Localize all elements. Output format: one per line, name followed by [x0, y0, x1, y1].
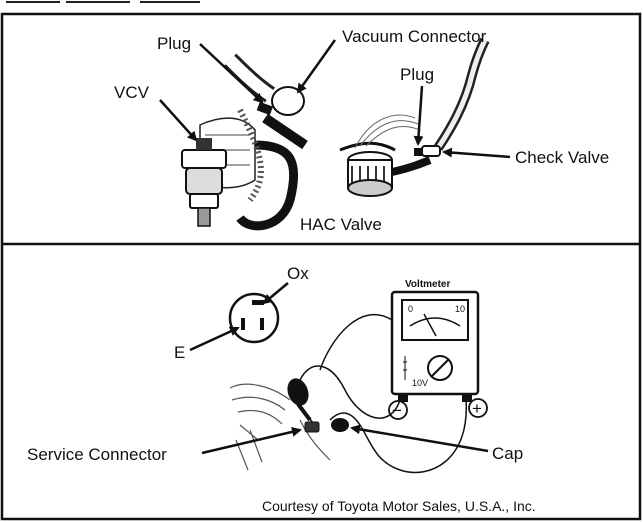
label-check-valve: Check Valve [515, 148, 609, 167]
arrow-service-connector [201, 426, 302, 455]
diagram-frame [0, 12, 642, 521]
arrow-check-valve [442, 147, 511, 159]
bottom-panel: Ox E Voltmeter 0 10 10V − + [27, 264, 536, 514]
vcv-hose [236, 140, 299, 231]
credit-line: Courtesy of Toyota Motor Sales, U.S.A., … [262, 498, 536, 514]
caption-bar [0, 0, 643, 14]
label-hac-valve: HAC Valve [300, 215, 382, 234]
connector-pin-top [252, 300, 264, 305]
terminal-minus [388, 400, 408, 420]
test-lead-right [329, 399, 467, 474]
vacuum-connector-part [271, 86, 305, 116]
hac-hose [391, 156, 432, 176]
label-plus: + [472, 399, 482, 418]
label-plug-right: Plug [400, 65, 434, 84]
label-cap: Cap [492, 444, 523, 463]
voltmeter-needle [423, 313, 437, 337]
top-panel: Plug Vacuum Connector VCV Plug Check Val… [114, 27, 609, 234]
vcv-illustration [181, 117, 256, 227]
test-lead-left [296, 365, 401, 429]
arrow-vacuum-connector [296, 39, 337, 94]
label-plug-left: Plug [157, 34, 191, 53]
arrow-vcv [159, 99, 198, 142]
service-connector-part [304, 421, 320, 433]
arrow-cap [350, 424, 489, 453]
hatched-bracket [237, 108, 264, 202]
label-service-connector: Service Connector [27, 445, 167, 464]
voltmeter: Voltmeter 0 10 10V [390, 279, 480, 402]
test-lead-top [319, 313, 393, 371]
label-minus: − [392, 401, 402, 420]
range-label: 10V [412, 378, 428, 388]
hac-wires [354, 114, 421, 149]
scale-max: 10 [455, 304, 465, 314]
hac-valve-illustration [339, 141, 396, 197]
label-vacuum-connector: Vacuum Connector [342, 27, 487, 46]
label-ox: Ox [287, 264, 309, 283]
plug-part-left [256, 101, 273, 116]
cap-part [331, 418, 349, 432]
check-valve-part [421, 145, 441, 157]
label-e: E [174, 343, 185, 362]
arrow-e [189, 326, 240, 352]
arrow-ox [262, 282, 289, 305]
engine-bay-sketch [229, 383, 331, 471]
label-vcv: VCV [114, 83, 150, 102]
connector-pin-left [241, 318, 245, 330]
rubber-cap-black [287, 378, 309, 406]
label-voltmeter: Voltmeter [405, 279, 450, 290]
plug-part-right [414, 148, 422, 156]
arrow-plug-left [199, 43, 264, 104]
arrow-plug-right [413, 85, 424, 146]
connector-pin-right [260, 318, 264, 330]
scale-min: 0 [408, 304, 413, 314]
terminal-plus [468, 398, 488, 418]
